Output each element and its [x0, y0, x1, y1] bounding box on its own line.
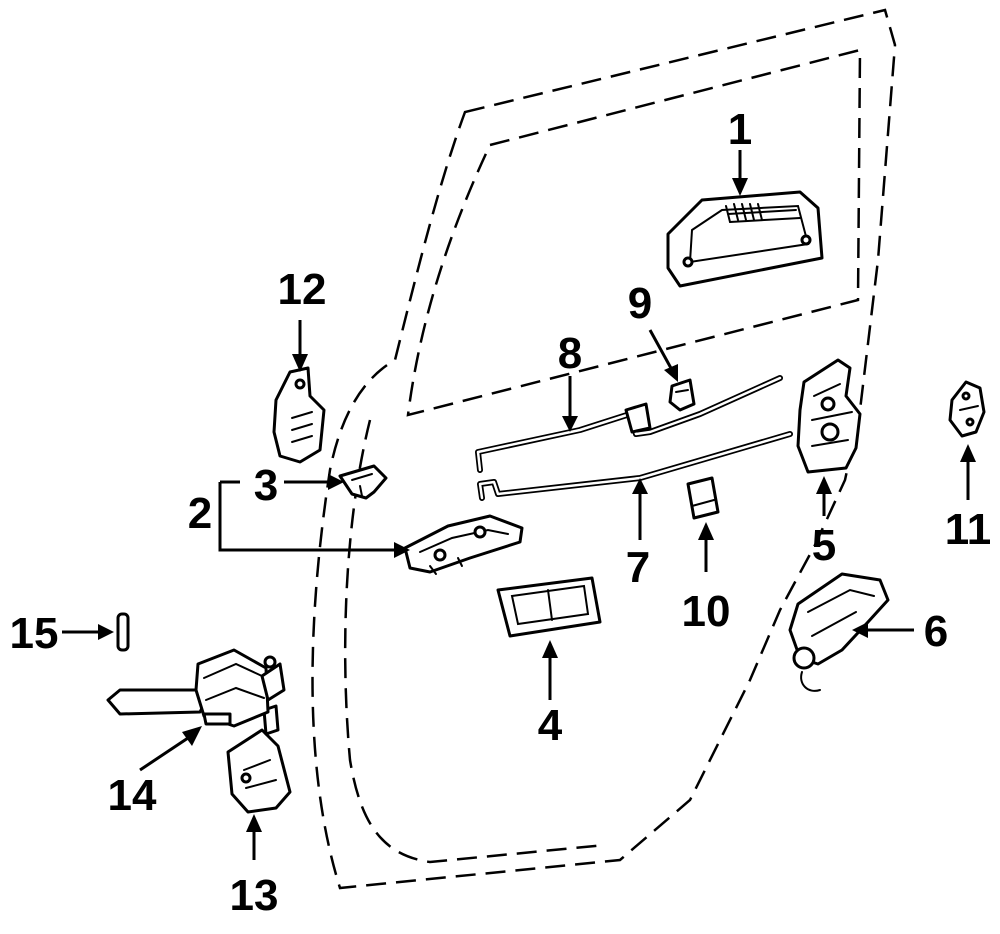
callout-10: 10	[682, 587, 731, 636]
part-2-inside-handle	[403, 514, 524, 575]
part-5-lock-assembly	[796, 358, 862, 474]
part-11-striker	[948, 380, 986, 438]
part-10-switch	[686, 476, 720, 520]
part-1-outside-handle	[666, 190, 824, 288]
callout-15: 15	[10, 609, 59, 658]
part-6-lock-actuator	[788, 572, 890, 692]
part-13-lower-hinge	[226, 704, 292, 814]
callout-5: 5	[812, 521, 836, 570]
callout-6: 6	[924, 607, 948, 656]
part-3-clip	[338, 464, 388, 500]
callout-labels: 1 2 3 4 5 6 7 8 9 10 11 12 13 14 15	[10, 105, 992, 920]
part-12-hinge	[272, 366, 326, 464]
part-15-pin	[116, 612, 130, 652]
part-14-check-arm	[106, 648, 286, 728]
callout-14: 14	[108, 771, 157, 820]
door-outline	[311, 8, 897, 890]
part-8-rod	[475, 375, 783, 473]
callout-1: 1	[728, 105, 752, 154]
callout-9: 9	[628, 279, 652, 328]
callout-12: 12	[278, 265, 327, 314]
part-9-rod-clip	[668, 378, 696, 412]
callout-7: 7	[626, 543, 650, 592]
callout-2: 2	[188, 489, 212, 538]
callout-3: 3	[254, 461, 278, 510]
callout-13: 13	[230, 871, 279, 920]
part-4-handle-bezel	[496, 576, 602, 638]
callout-4: 4	[538, 701, 563, 750]
callout-8: 8	[558, 329, 582, 378]
leader-lines	[62, 150, 976, 860]
callout-11: 11	[945, 505, 992, 554]
part-7-rod	[477, 431, 793, 501]
